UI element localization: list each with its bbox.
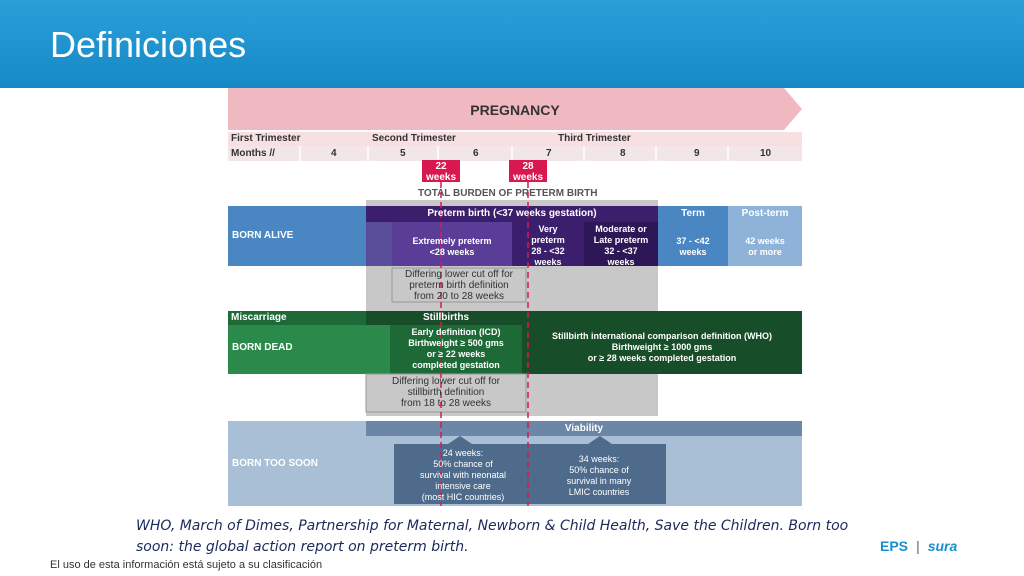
who-def-box bbox=[522, 325, 802, 374]
born-alive-row bbox=[228, 206, 366, 266]
third-trimester-label: Third Trimester bbox=[558, 133, 631, 144]
v34-callout bbox=[532, 436, 666, 504]
preterm-cutoff-box bbox=[391, 267, 527, 303]
header-banner bbox=[0, 0, 1024, 88]
born-too-soon-label: BORN TOO SOON bbox=[232, 458, 318, 469]
viability-bar bbox=[366, 421, 802, 436]
month-10: 10 bbox=[760, 148, 772, 159]
eps-sura-logo: EPS | sura bbox=[880, 538, 958, 554]
first-trimester-label: First Trimester bbox=[231, 133, 301, 144]
extremely-preterm-box bbox=[392, 222, 512, 266]
logo-eps: EPS bbox=[880, 538, 909, 554]
week-28-label: 28 weeks bbox=[512, 161, 544, 183]
month-9: 9 bbox=[694, 148, 700, 159]
total-burden-label: TOTAL BURDEN OF PRETERM BIRTH bbox=[418, 188, 598, 199]
early-def-label: Early definition (ICD) Birthweight ≥ 500… bbox=[408, 327, 504, 370]
preterm-birth-diagram: PREGNANCY First Trimester Second Trimest… bbox=[228, 88, 802, 506]
who-def-label: Stillbirth international comparison defi… bbox=[552, 331, 772, 363]
month-8: 8 bbox=[620, 148, 626, 159]
very-preterm-box bbox=[512, 222, 584, 266]
second-trimester-label: Second Trimester bbox=[372, 133, 456, 144]
stillbirth-cutoff-box bbox=[365, 373, 527, 413]
v24-callout bbox=[394, 436, 532, 504]
stillbirth-cutoff-label: Differing lower cut off for stillbirth d… bbox=[391, 376, 500, 409]
extremely-preterm-label: Extremely preterm <28 weeks bbox=[412, 236, 492, 257]
preterm-cutoff-label: Differing lower cut off for preterm birt… bbox=[404, 269, 513, 302]
stillbirths-bar bbox=[366, 311, 802, 325]
week-28-marker bbox=[509, 160, 547, 182]
term-range-label: 37 - <42 weeks bbox=[676, 236, 710, 257]
month-4: 4 bbox=[331, 148, 337, 159]
logo-sura: sura bbox=[927, 538, 958, 554]
miscarriage-label: Miscarriage bbox=[231, 312, 287, 323]
moderate-late-label: Moderate or Late preterm 32 - <37 weeks bbox=[593, 224, 649, 267]
moderate-late-box bbox=[584, 222, 658, 266]
v24-label: 24 weeks: 50% chance of survival with ne… bbox=[419, 448, 507, 502]
preterm-header-bar bbox=[366, 206, 658, 222]
pregnancy-arrow bbox=[228, 88, 802, 130]
term-label: Term bbox=[681, 208, 705, 219]
week-22-marker bbox=[422, 160, 460, 182]
stillbirths-label: Stillbirths bbox=[422, 312, 470, 323]
preterm-left-fill bbox=[366, 222, 392, 266]
born-dead-label: BORN DEAD bbox=[232, 342, 293, 353]
months-row bbox=[228, 146, 802, 161]
early-def-box bbox=[390, 325, 522, 374]
miscarriage-bar bbox=[228, 311, 366, 325]
very-preterm-label: Very preterm 28 - <32 weeks bbox=[531, 224, 565, 267]
week-22-label: 22 weeks bbox=[425, 161, 457, 183]
post-term-label: Post-term bbox=[741, 208, 789, 219]
month-6: 6 bbox=[473, 148, 479, 159]
preterm-header-label: Preterm birth (<37 weeks gestation) bbox=[427, 208, 597, 219]
born-dead-row bbox=[228, 325, 390, 374]
pregnancy-label: PREGNANCY bbox=[470, 102, 560, 118]
term-box bbox=[658, 206, 728, 266]
citation: WHO, March of Dimes, Partnership for Mat… bbox=[136, 518, 849, 555]
post-term-box bbox=[728, 206, 802, 266]
footer-notice: El uso de esta información está sujeto a… bbox=[50, 559, 323, 571]
viability-label: Viability bbox=[564, 423, 604, 434]
month-5: 5 bbox=[400, 148, 406, 159]
months-label: Months // bbox=[231, 148, 275, 159]
post-term-range-label: 42 weeks or more bbox=[745, 236, 785, 257]
month-7: 7 bbox=[546, 148, 552, 159]
trimester-row bbox=[228, 132, 802, 146]
born-alive-label: BORN ALIVE bbox=[232, 230, 294, 241]
page-title: Definiciones bbox=[50, 24, 247, 65]
v34-label: 34 weeks: 50% chance of survival in many… bbox=[566, 454, 632, 497]
diagram-svg bbox=[228, 88, 802, 506]
